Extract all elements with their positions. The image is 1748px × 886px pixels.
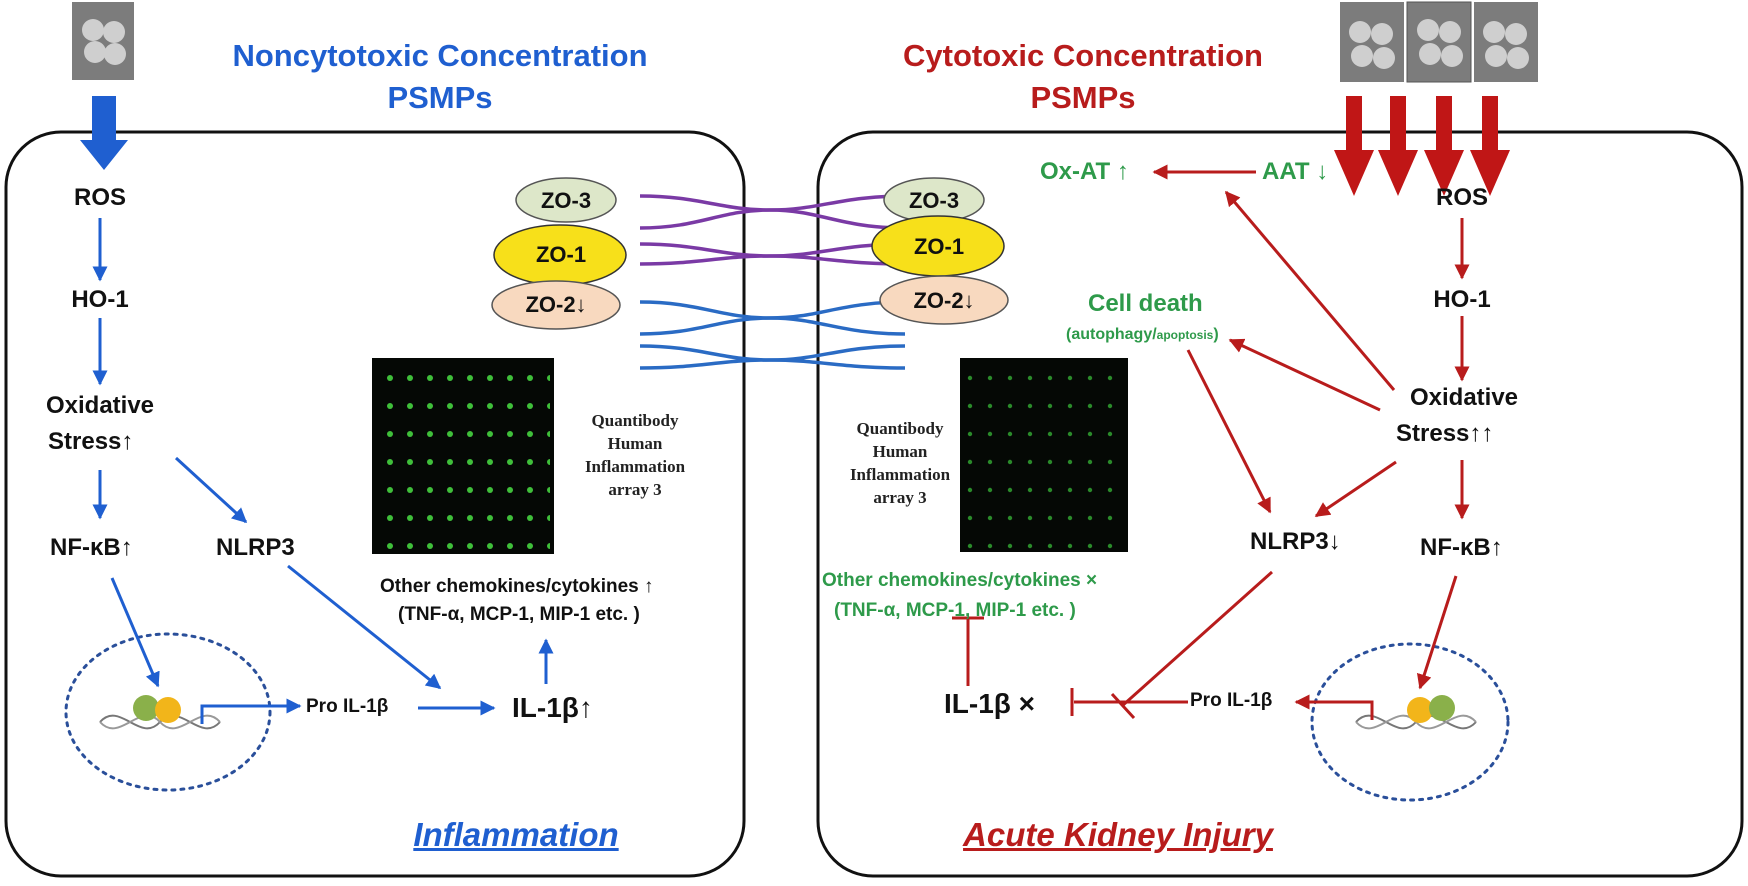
right-title-line2: PSMPs [1030,80,1136,115]
right-chemokines-label: Other chemokines/cytokines × [822,570,1098,591]
left-zo2-label: ZO-2↓ [525,292,587,317]
left-particle-image [72,2,134,80]
right-cell-death-detail-mid: apoptosis [1156,328,1214,342]
right-stress-label: Stress↑↑ [1396,420,1494,447]
left-chemokines-examples: (TNF-α, MCP-1, MIP-1 etc. ) [398,604,640,625]
left-oxidative-label: Oxidative [45,392,155,419]
right-nlrp3-label: NLRP3↓ [1250,528,1341,555]
right-array-caption: Quantibody Human Inflammation array 3 [840,418,960,510]
left-nfkb-label: NF-κB↑ [50,534,133,561]
right-oxidative-label: Oxidative [1409,384,1519,411]
left-array-caption: Quantibody Human Inflammation array 3 [580,410,690,502]
left-zo1-label: ZO-1 [535,242,587,267]
left-title-line2: PSMPs [387,80,493,115]
right-pathway-arrows [952,164,1470,720]
left-array-line4: array 3 [608,479,662,499]
left-il1b-label: IL-1β↑ [512,692,593,723]
left-pro-il1b-label: Pro IL-1β [306,696,389,717]
right-cell-boundary [816,130,1744,878]
left-array-line3: Inflammation [584,456,686,476]
right-array-line2: Human [872,441,928,461]
right-cell-death-label: Cell death [1088,290,1203,317]
right-array-line3: Inflammation [849,464,951,484]
tight-junction-strands [639,194,906,370]
right-ho1-label: HO-1 [1433,286,1491,313]
left-pathway-arrows [92,218,554,724]
right-zo3-label: ZO-3 [908,188,960,213]
right-zo1-label: ZO-1 [913,234,965,259]
right-nucleus [1310,642,1510,802]
left-zo2-protein [491,280,621,330]
right-antibody-array-image [960,358,1128,552]
left-stress-label: Stress↑ [48,428,134,455]
right-il1b-label: IL-1β × [944,688,1035,719]
right-array-line4: array 3 [873,487,927,507]
right-pro-il1b-label: Pro IL-1β [1190,690,1273,711]
right-aat-label: AAT ↓ [1262,158,1329,185]
right-ros-label: ROS [1435,184,1488,211]
left-nlrp3-label: NLRP3 [216,534,295,561]
right-cell-death-detail-close: ) [1213,326,1219,343]
left-ho1-label: HO-1 [71,286,129,313]
right-zo2-protein [879,275,1009,325]
right-cell-death-detail: (autophagy/apoptosis) [1066,326,1316,344]
right-dna-complex-icon [1355,695,1477,730]
right-particle-image-1 [1340,2,1404,82]
left-chemokines-label: Other chemokines/cytokines ↑ [380,576,654,597]
right-array-line1: Quantibody [856,419,944,438]
left-entry-arrow [80,96,128,170]
left-array-line2: Human [607,433,663,453]
right-ox-at-label: Ox-AT ↑ [1040,158,1129,185]
left-dna-complex-icon [99,695,221,730]
right-zo2-label: ZO-2↓ [913,288,975,313]
right-entry-arrows [1334,96,1510,196]
right-outcome-label: Acute Kidney Injury [963,816,1273,853]
right-chemokines-examples: (TNF-α, MCP-1, MIP-1 etc. ) [834,600,1076,621]
right-particle-image-2 [1406,1,1472,83]
left-title-line1: Noncytotoxic Concentration [232,38,648,73]
right-title-line1: Cytotoxic Concentration [903,38,1263,73]
left-zo3-protein [515,177,617,223]
right-cell-death-detail-open: (autophagy/ [1066,326,1157,343]
left-array-line1: Quantibody [591,411,679,430]
left-nucleus [64,632,272,792]
left-cell-boundary [4,130,746,878]
left-zo3-label: ZO-3 [540,188,592,213]
left-outcome-label: Inflammation [413,816,619,853]
right-nfkb-label: NF-κB↑ [1420,534,1503,561]
right-particle-image-3 [1474,2,1538,82]
left-ros-label: ROS [73,184,126,211]
left-antibody-array-image [372,358,554,554]
